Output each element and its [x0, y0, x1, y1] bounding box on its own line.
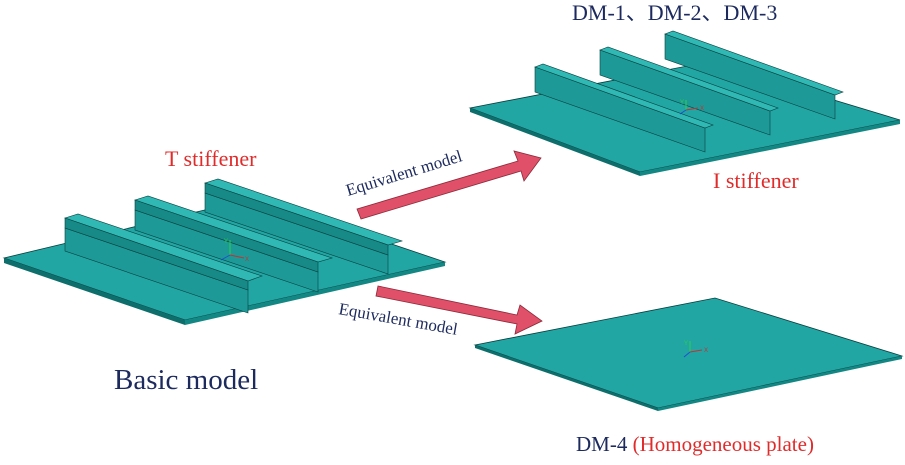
basic-model-label: Basic model [114, 364, 259, 396]
dm4-caption: DM-4 (Homogeneous plate) [576, 434, 814, 455]
dm123-axis-triad [679, 100, 699, 115]
basic-model-t-stiffeners [64, 178, 404, 314]
dm4-axis-x-label: X [704, 348, 708, 354]
dm123-axis-x-label: X [700, 106, 704, 112]
dm4-axis-triad [683, 341, 703, 358]
basic-axis-x-label: X [245, 257, 249, 263]
top-models-title: DM-1、DM-2、DM-3 [572, 0, 778, 25]
t-stiffener-label: T stiffener [165, 146, 257, 171]
dm4-plate [473, 297, 904, 411]
dm123-axis-y-label: Y [680, 100, 684, 106]
dm123-i-stiffeners [534, 30, 844, 153]
basic-axis-y-label: Y [224, 239, 228, 245]
i-stiffener-label: I stiffener [713, 168, 799, 193]
dm4-description: (Homogeneous plate) [632, 432, 814, 456]
dm4-axis-y-label: Y [684, 341, 688, 347]
basic-model-axis-triad [220, 240, 245, 261]
upper-equivalent-arrow [356, 150, 542, 220]
dm4-name: DM-4 [576, 432, 628, 456]
lower-equivalent-arrow [375, 285, 543, 335]
